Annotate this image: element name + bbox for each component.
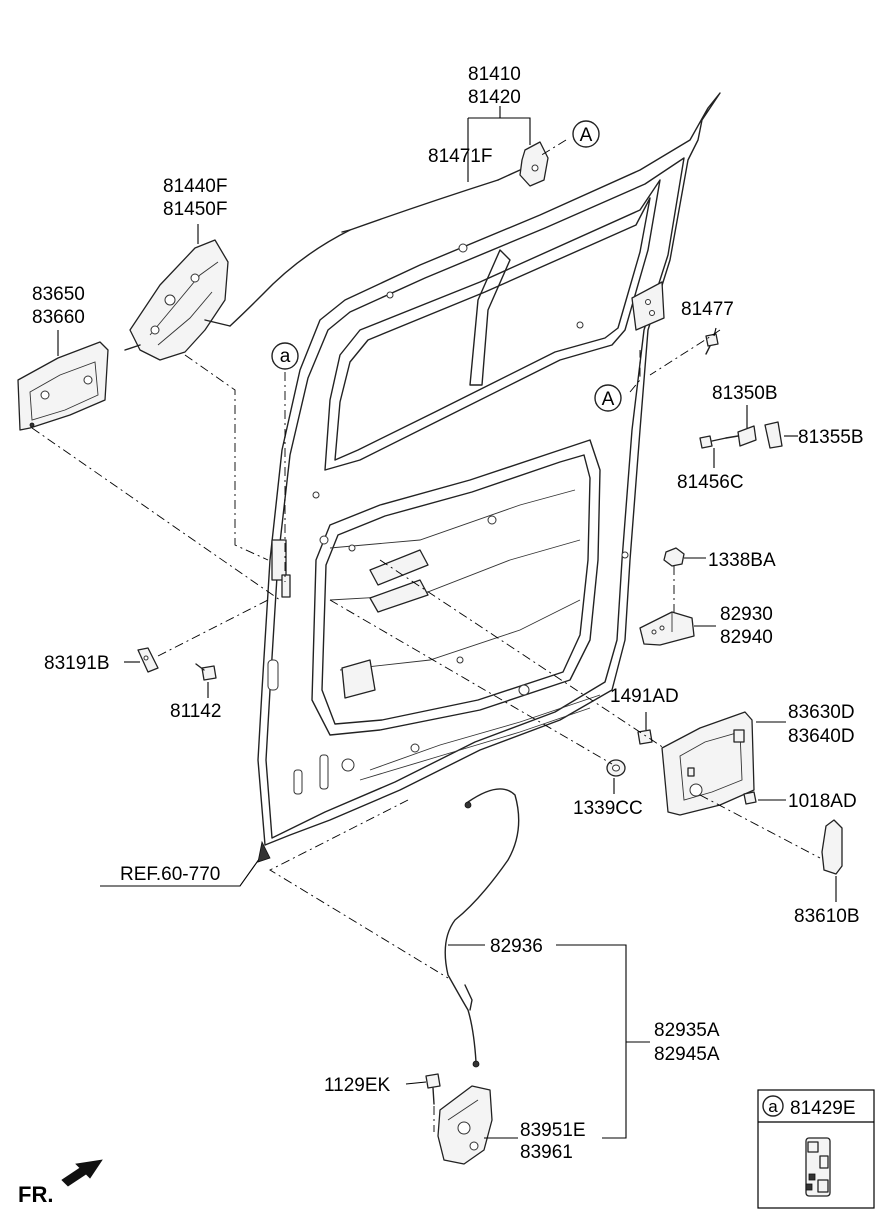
label-81142: 81142 — [170, 701, 221, 722]
label-81450F: 81450F — [163, 199, 227, 220]
front-latch-81440F — [124, 239, 231, 361]
label-82945A: 82945A — [654, 1044, 720, 1065]
solid-leaders — [57, 106, 837, 1139]
legend-box: a 81429E — [757, 1089, 875, 1209]
lower-latch-83951E — [437, 1085, 493, 1165]
label-83650: 83650 — [32, 284, 85, 305]
legend-key: a — [768, 1097, 778, 1116]
inside-handle-83630D — [661, 711, 755, 816]
upper-latch-81410 — [497, 141, 549, 187]
legend-part-icon — [805, 1137, 831, 1197]
label-82930: 82930 — [720, 604, 773, 625]
label-82940: 82940 — [720, 627, 773, 648]
screw-81456C — [699, 435, 727, 449]
label-82936: 82936 — [490, 936, 543, 957]
label-1491AD: 1491AD — [610, 686, 679, 707]
bracket-82930 — [639, 611, 695, 646]
callout-A-frame: A — [594, 384, 622, 412]
label-81420: 81420 — [468, 87, 521, 108]
svg-text:a: a — [280, 346, 291, 367]
cable-81471F — [229, 179, 499, 327]
svg-text:A: A — [602, 389, 615, 410]
part-labels: 81410 81420 81471F 81440F 81450F 83650 8… — [32, 64, 864, 1163]
screw-81142 — [195, 663, 217, 681]
label-ref-60-770: REF.60-770 — [120, 864, 220, 885]
callout-A-upper: A — [572, 120, 600, 148]
outside-handle-83650 — [17, 341, 109, 431]
label-81355B: 81355B — [798, 427, 864, 448]
label-83640D: 83640D — [788, 726, 855, 747]
svg-text:A: A — [580, 125, 593, 146]
label-81410: 81410 — [468, 64, 521, 85]
legend-callout-circle — [762, 1095, 784, 1117]
label-1018AD: 1018AD — [788, 791, 857, 812]
label-1129EK: 1129EK — [324, 1075, 391, 1096]
nut-1338BA — [663, 547, 685, 567]
label-83630D: 83630D — [788, 702, 855, 723]
label-83660: 83660 — [32, 307, 85, 328]
clip-1491AD — [637, 729, 653, 745]
bolt-81477 — [705, 333, 719, 355]
label-83610B: 83610B — [794, 906, 860, 927]
bolt-1129EK — [425, 1073, 441, 1105]
front-direction-indicator: FR. — [18, 1159, 103, 1207]
striker-81350B — [725, 421, 783, 449]
label-83961: 83961 — [520, 1142, 573, 1163]
dashed-leaders — [31, 139, 821, 1132]
label-81440F: 81440F — [163, 176, 227, 197]
cable-82936 — [444, 788, 520, 1063]
label-83191B: 83191B — [44, 653, 110, 674]
front-arrow-icon — [61, 1159, 103, 1187]
label-1339CC: 1339CC — [573, 798, 643, 819]
label-81350B: 81350B — [712, 383, 778, 404]
label-81477: 81477 — [681, 299, 734, 320]
legend-part-number: 81429E — [790, 1098, 856, 1119]
label-82935A: 82935A — [654, 1020, 720, 1041]
handle-lever-83610B — [821, 819, 843, 875]
bracket-83191B — [137, 647, 159, 673]
label-fr: FR. — [18, 1182, 53, 1207]
label-81471F: 81471F — [428, 146, 492, 167]
label-81456C: 81456C — [677, 472, 744, 493]
screw-1018AD — [743, 791, 757, 805]
callout-a-door: a — [271, 342, 299, 370]
label-83951E: 83951E — [520, 1120, 586, 1141]
label-1338BA: 1338BA — [708, 550, 776, 571]
door-panel — [257, 92, 721, 846]
